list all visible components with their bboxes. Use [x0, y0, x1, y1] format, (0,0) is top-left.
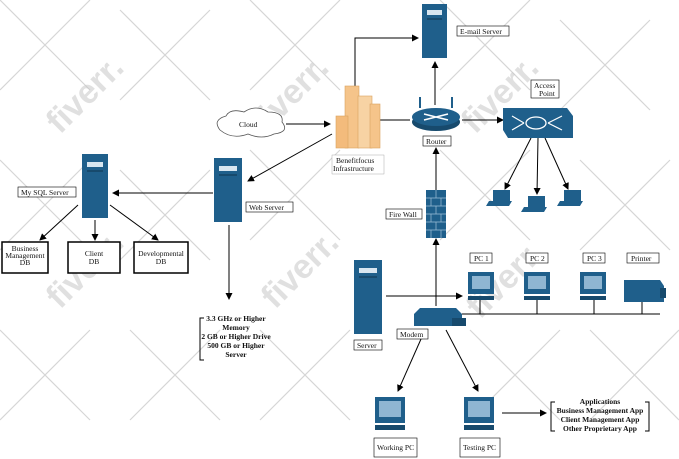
- connections: [39, 34, 660, 417]
- firewall-icon: [426, 190, 446, 238]
- access-point-icon: [503, 108, 573, 138]
- pc1-label: PC 1: [474, 254, 489, 263]
- conn-infra-web: [247, 133, 333, 182]
- business-db-box: [1, 241, 49, 274]
- conn-mysql-business: [39, 204, 79, 241]
- email-server-icon: [422, 4, 447, 58]
- cloud-label: Cloud: [239, 120, 258, 129]
- conn-modem-working: [397, 329, 426, 392]
- pc3-label: PC 3: [587, 254, 602, 263]
- printer-icon: [624, 280, 666, 302]
- conn-ap-laptop1: [504, 137, 532, 190]
- conn-modem-testing: [445, 329, 479, 392]
- mysql-server-icon: [82, 154, 108, 218]
- server-icon: [354, 260, 382, 334]
- cloud-icon: [216, 107, 286, 138]
- router-label: Router: [426, 137, 447, 146]
- client-db-box: [67, 241, 121, 274]
- printer-label: Printer: [631, 254, 652, 263]
- conn-ap-laptop2: [533, 137, 541, 195]
- working-pc-icon: [375, 397, 405, 430]
- router-icon: [412, 97, 460, 131]
- testing-pc-label: Testing PC: [463, 443, 496, 452]
- watermark-text: fiverr.: [254, 223, 346, 315]
- conn-ap-laptop3: [544, 137, 569, 190]
- testing-pc-icon: [464, 397, 494, 430]
- web-server-icon: [214, 158, 242, 222]
- laptop-icon: [486, 190, 583, 212]
- modem-label: Modem: [400, 330, 423, 339]
- server-label: Server: [357, 341, 377, 350]
- watermark-text: fiverr.: [39, 48, 131, 140]
- modem-icon: [414, 308, 466, 326]
- working-pc-label: Working PC: [377, 443, 414, 452]
- pc2-label: PC 2: [530, 254, 545, 263]
- developmental-db-box: [133, 241, 189, 274]
- conn-mysql-dev: [109, 204, 159, 241]
- web-server-label: Web Server: [249, 203, 285, 212]
- pc-icon: [468, 272, 606, 300]
- firewall-label: Fire Wall: [389, 210, 417, 219]
- mysql-server-label: My SQL Server: [21, 188, 69, 197]
- email-server-label: E-mail Server: [460, 27, 502, 36]
- conn-infra-email: [354, 34, 419, 92]
- building-icon: [335, 85, 381, 149]
